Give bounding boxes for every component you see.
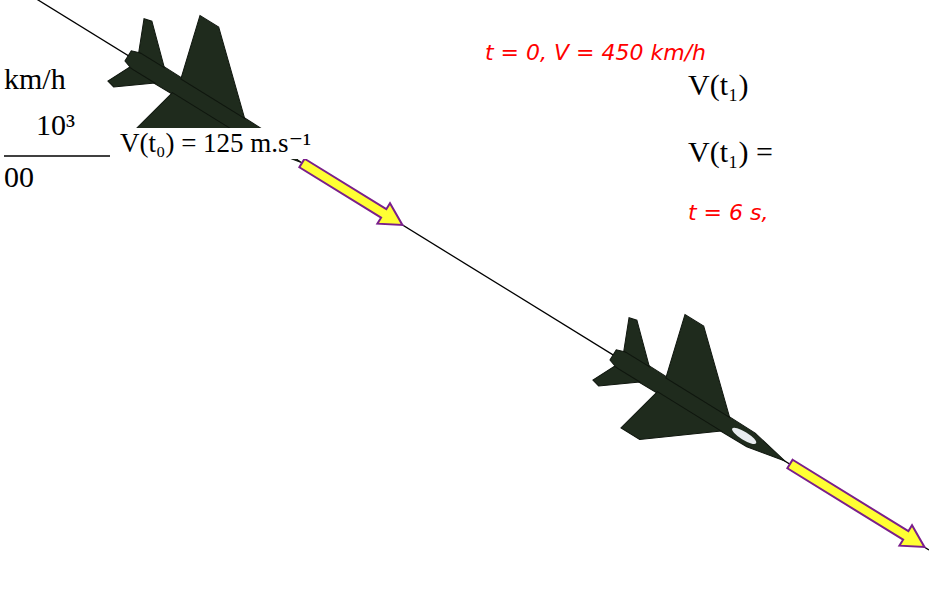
jet-part: [128, 17, 182, 68]
fraction-numerator: 10³: [36, 108, 75, 143]
jet-part: [592, 360, 640, 403]
fraction-denominator: 00: [4, 160, 34, 195]
jet-figure: [578, 290, 823, 510]
velocity-equation: V(t₀) = 125 m.s⁻¹: [118, 128, 313, 159]
jet-part: [107, 61, 155, 104]
jet-part: [613, 316, 667, 367]
time-note: t = 6 s,: [688, 200, 769, 225]
unit-text: km/h: [4, 62, 66, 97]
velocity-arrow: [296, 153, 409, 235]
velocity-symbol: V(t₁): [688, 68, 748, 103]
jet-figure: [93, 0, 338, 211]
velocity-equation: V(t₁) =: [688, 135, 773, 170]
jet-canopy: [730, 425, 758, 447]
time-speed-note: t = 0, V = 450 km/h: [485, 40, 706, 65]
fraction-bar: [4, 155, 110, 157]
velocity-arrow: [784, 454, 929, 557]
jet-part: [621, 385, 721, 473]
